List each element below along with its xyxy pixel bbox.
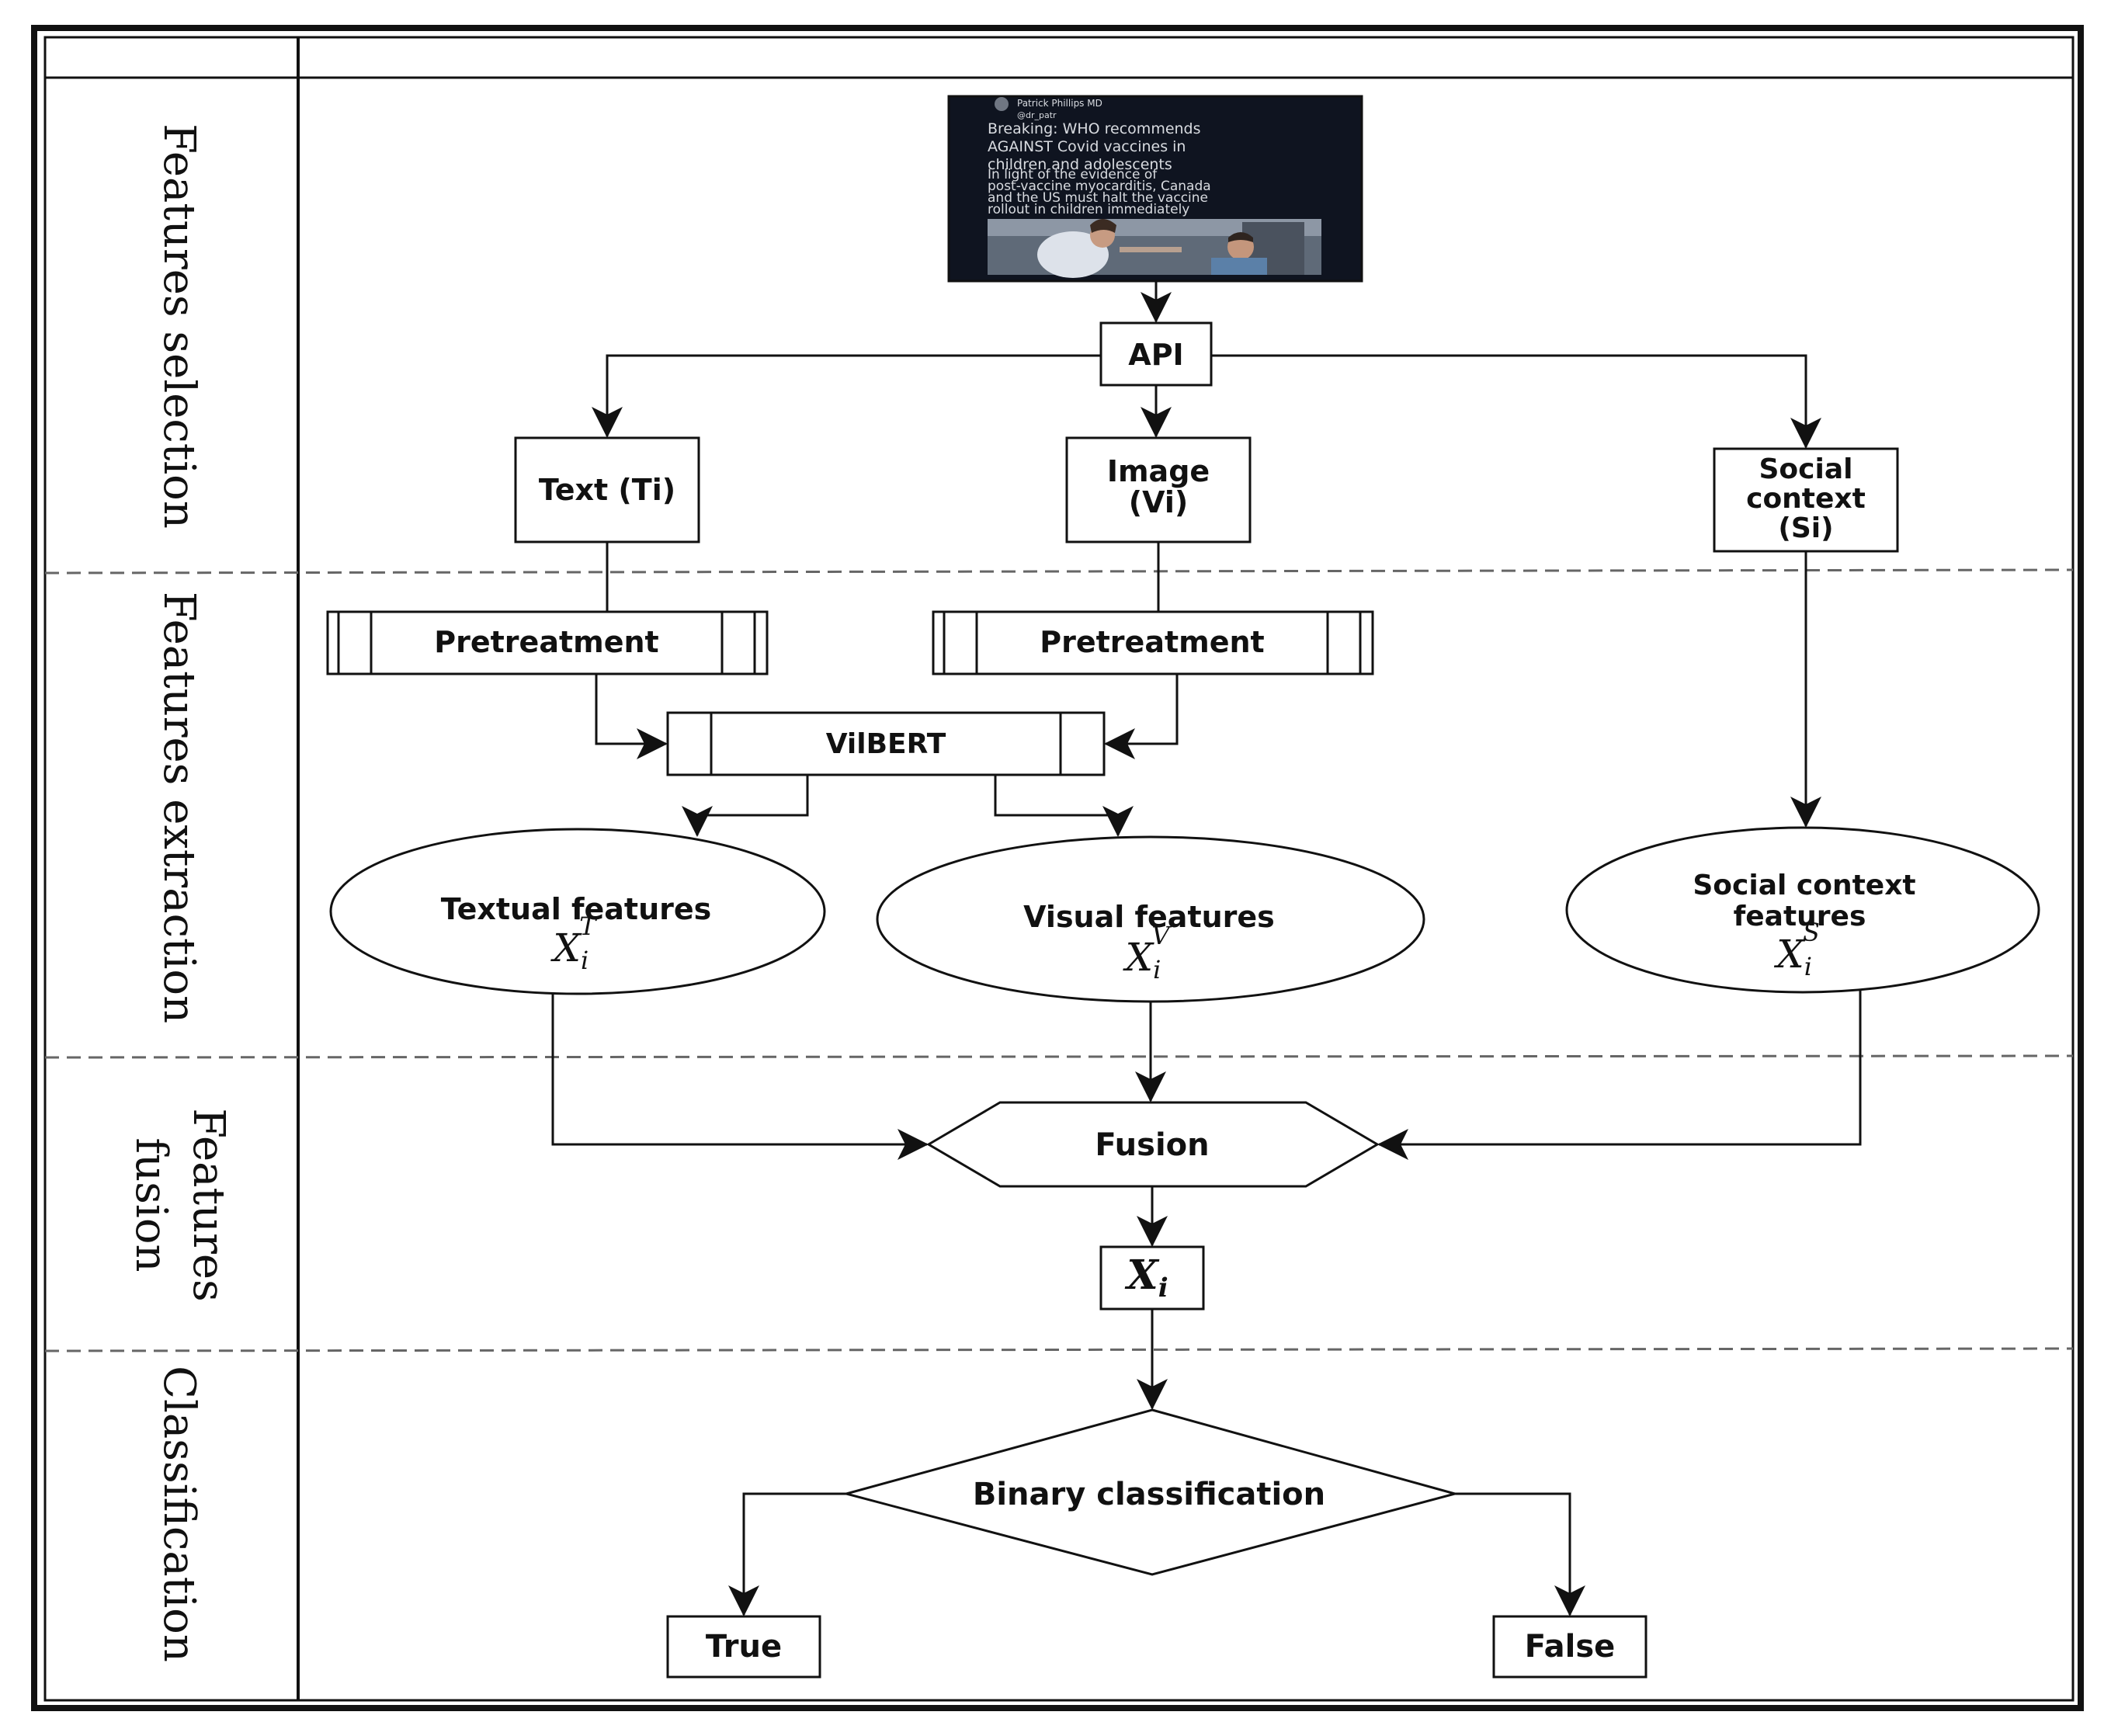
social-label-line3: (Si) [1778,512,1833,544]
api-box [1099,321,1213,387]
pretreatment-image-box [932,610,1374,675]
social-features-label-line2: features [1734,901,1866,932]
edge-classification-to-true [728,1492,846,1616]
social-box [1713,447,1899,553]
social-label-line2: context [1746,483,1866,515]
post-line-4: In light of the evidence of [988,167,1158,182]
vilbert-box [666,711,1106,776]
fused-vector-math: Xi [1124,1252,1168,1304]
social-features-label-line1: Social context [1693,870,1915,901]
pretreatment-image-label: Pretreatment [1040,625,1264,659]
stage-label-fusion-line2: fusion [126,1137,176,1272]
true-label: True [706,1629,782,1665]
post-line-1: Breaking: WHO recommends [988,120,1201,137]
stage-separator-1 [44,568,2074,575]
pretreatment-text-label: Pretreatment [434,625,658,659]
visual-features-math: XiV [1123,921,1172,984]
textual-features-ellipse [329,828,826,995]
image-label-line1: Image [1107,454,1210,488]
edge-classification-to-false [1455,1492,1585,1616]
edge-vilbert-to-textual [682,775,809,837]
text-label: Text (Ti) [539,473,675,507]
stage-label-extraction: Features extraction [154,592,204,1023]
edge-api-to-social [1211,354,1821,449]
edge-pretreatment-text-to-vilbert [595,674,668,759]
text-box [514,436,700,543]
edge-api-to-text [592,354,1101,438]
post-photo [988,219,1321,278]
true-box [666,1615,821,1679]
inner-frame [43,36,2075,1702]
social-label-line1: Social [1759,453,1853,485]
avatar [995,97,1009,111]
false-label: False [1525,1629,1616,1665]
edge-vilbert-to-visual [994,775,1134,837]
outer-frame [31,25,2084,1711]
post-handle: @dr_patr [1017,110,1057,120]
image-box [1065,436,1252,543]
post-line-5: post-vaccine myocarditis, Canada [988,179,1211,194]
visual-features-label: Visual features [1023,900,1275,934]
edge-pretreatment-image-to-vilbert [1104,674,1179,759]
textual-features-math: XiT [550,911,598,975]
social-features-math: XiS [1773,918,1820,981]
edge-textual-to-fusion [551,994,929,1160]
post-image: Patrick Phillips MD @dr_patr Breaking: W… [947,95,1363,283]
stage-label-fusion-line1: Features [183,1108,234,1302]
image-label-line2: (Vi) [1129,485,1189,519]
fusion-label: Fusion [1095,1127,1209,1163]
stage-separator-2 [44,1054,2074,1059]
post-line-6: and the US must halt the vaccine [988,190,1208,206]
stage-label-classification: Classification [154,1366,204,1662]
post-line-3: children and adolescents [988,156,1172,173]
pretreatment-text-box [326,610,769,675]
api-label: API [1128,338,1183,372]
vilbert-label: VilBERT [826,728,946,760]
post-author: Patrick Phillips MD [1017,98,1102,109]
post-line-7: rollout in children immediately [988,202,1189,217]
edge-social-features-to-fusion [1377,991,1862,1160]
stage-label-selection: Features selection [154,123,204,529]
binary-classification-label: Binary classification [973,1477,1325,1512]
post-line-2: AGAINST Covid vaccines in [988,138,1186,155]
stage-separator-3 [44,1347,2074,1352]
false-box [1492,1615,1647,1679]
social-features-ellipse [1565,826,2040,994]
binary-classification-diamond [842,1408,1460,1576]
textual-features-label: Textual features [441,892,712,926]
